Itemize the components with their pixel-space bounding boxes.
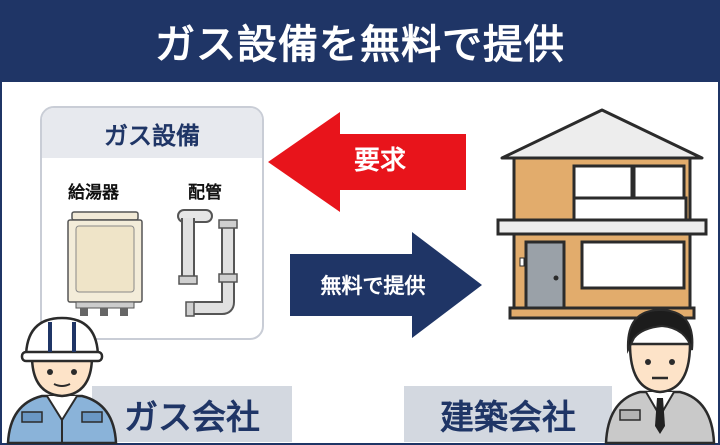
pipe-label: 配管: [188, 183, 222, 203]
gas-worker-icon: [6, 316, 118, 445]
water-heater-icon: [67, 211, 143, 316]
gas-company-label: ガス会社: [92, 386, 292, 442]
free-provision-label: 無料で提供: [320, 274, 426, 298]
businessman-icon: [604, 308, 716, 445]
free-provision-arrow: [290, 232, 482, 338]
page-title: ガス設備を無料で提供: [0, 0, 720, 82]
content-frame: [0, 82, 720, 445]
house-icon: [496, 108, 708, 320]
construction-company-label: 建築会社: [404, 386, 612, 442]
equipment-card-title: ガス設備: [42, 108, 262, 158]
gas-pipe-icon: [177, 209, 238, 317]
request-arrow: [268, 112, 466, 212]
request-label: 要求: [353, 146, 406, 176]
water-heater-label: 給湯器: [68, 183, 119, 203]
gas-equipment-card: ガス設備 給湯器 配管: [40, 106, 264, 340]
